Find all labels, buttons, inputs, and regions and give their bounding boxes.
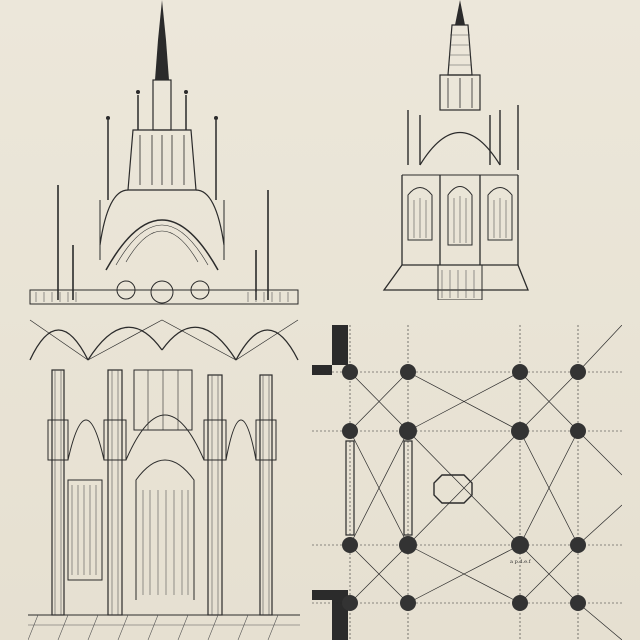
octagonal-gothic-tower-icon	[382, 0, 529, 300]
vaulting-floor-plan-icon: a p.d.e.f	[312, 325, 622, 640]
gothic-cathedral-interior-section-icon	[28, 0, 300, 640]
plan-annotation: a p.d.e.f	[510, 559, 532, 565]
tower-figure	[380, 0, 530, 300]
floor-plan-figure: a p.d.e.f	[312, 325, 622, 640]
cathedral-interior-figure	[28, 0, 300, 640]
